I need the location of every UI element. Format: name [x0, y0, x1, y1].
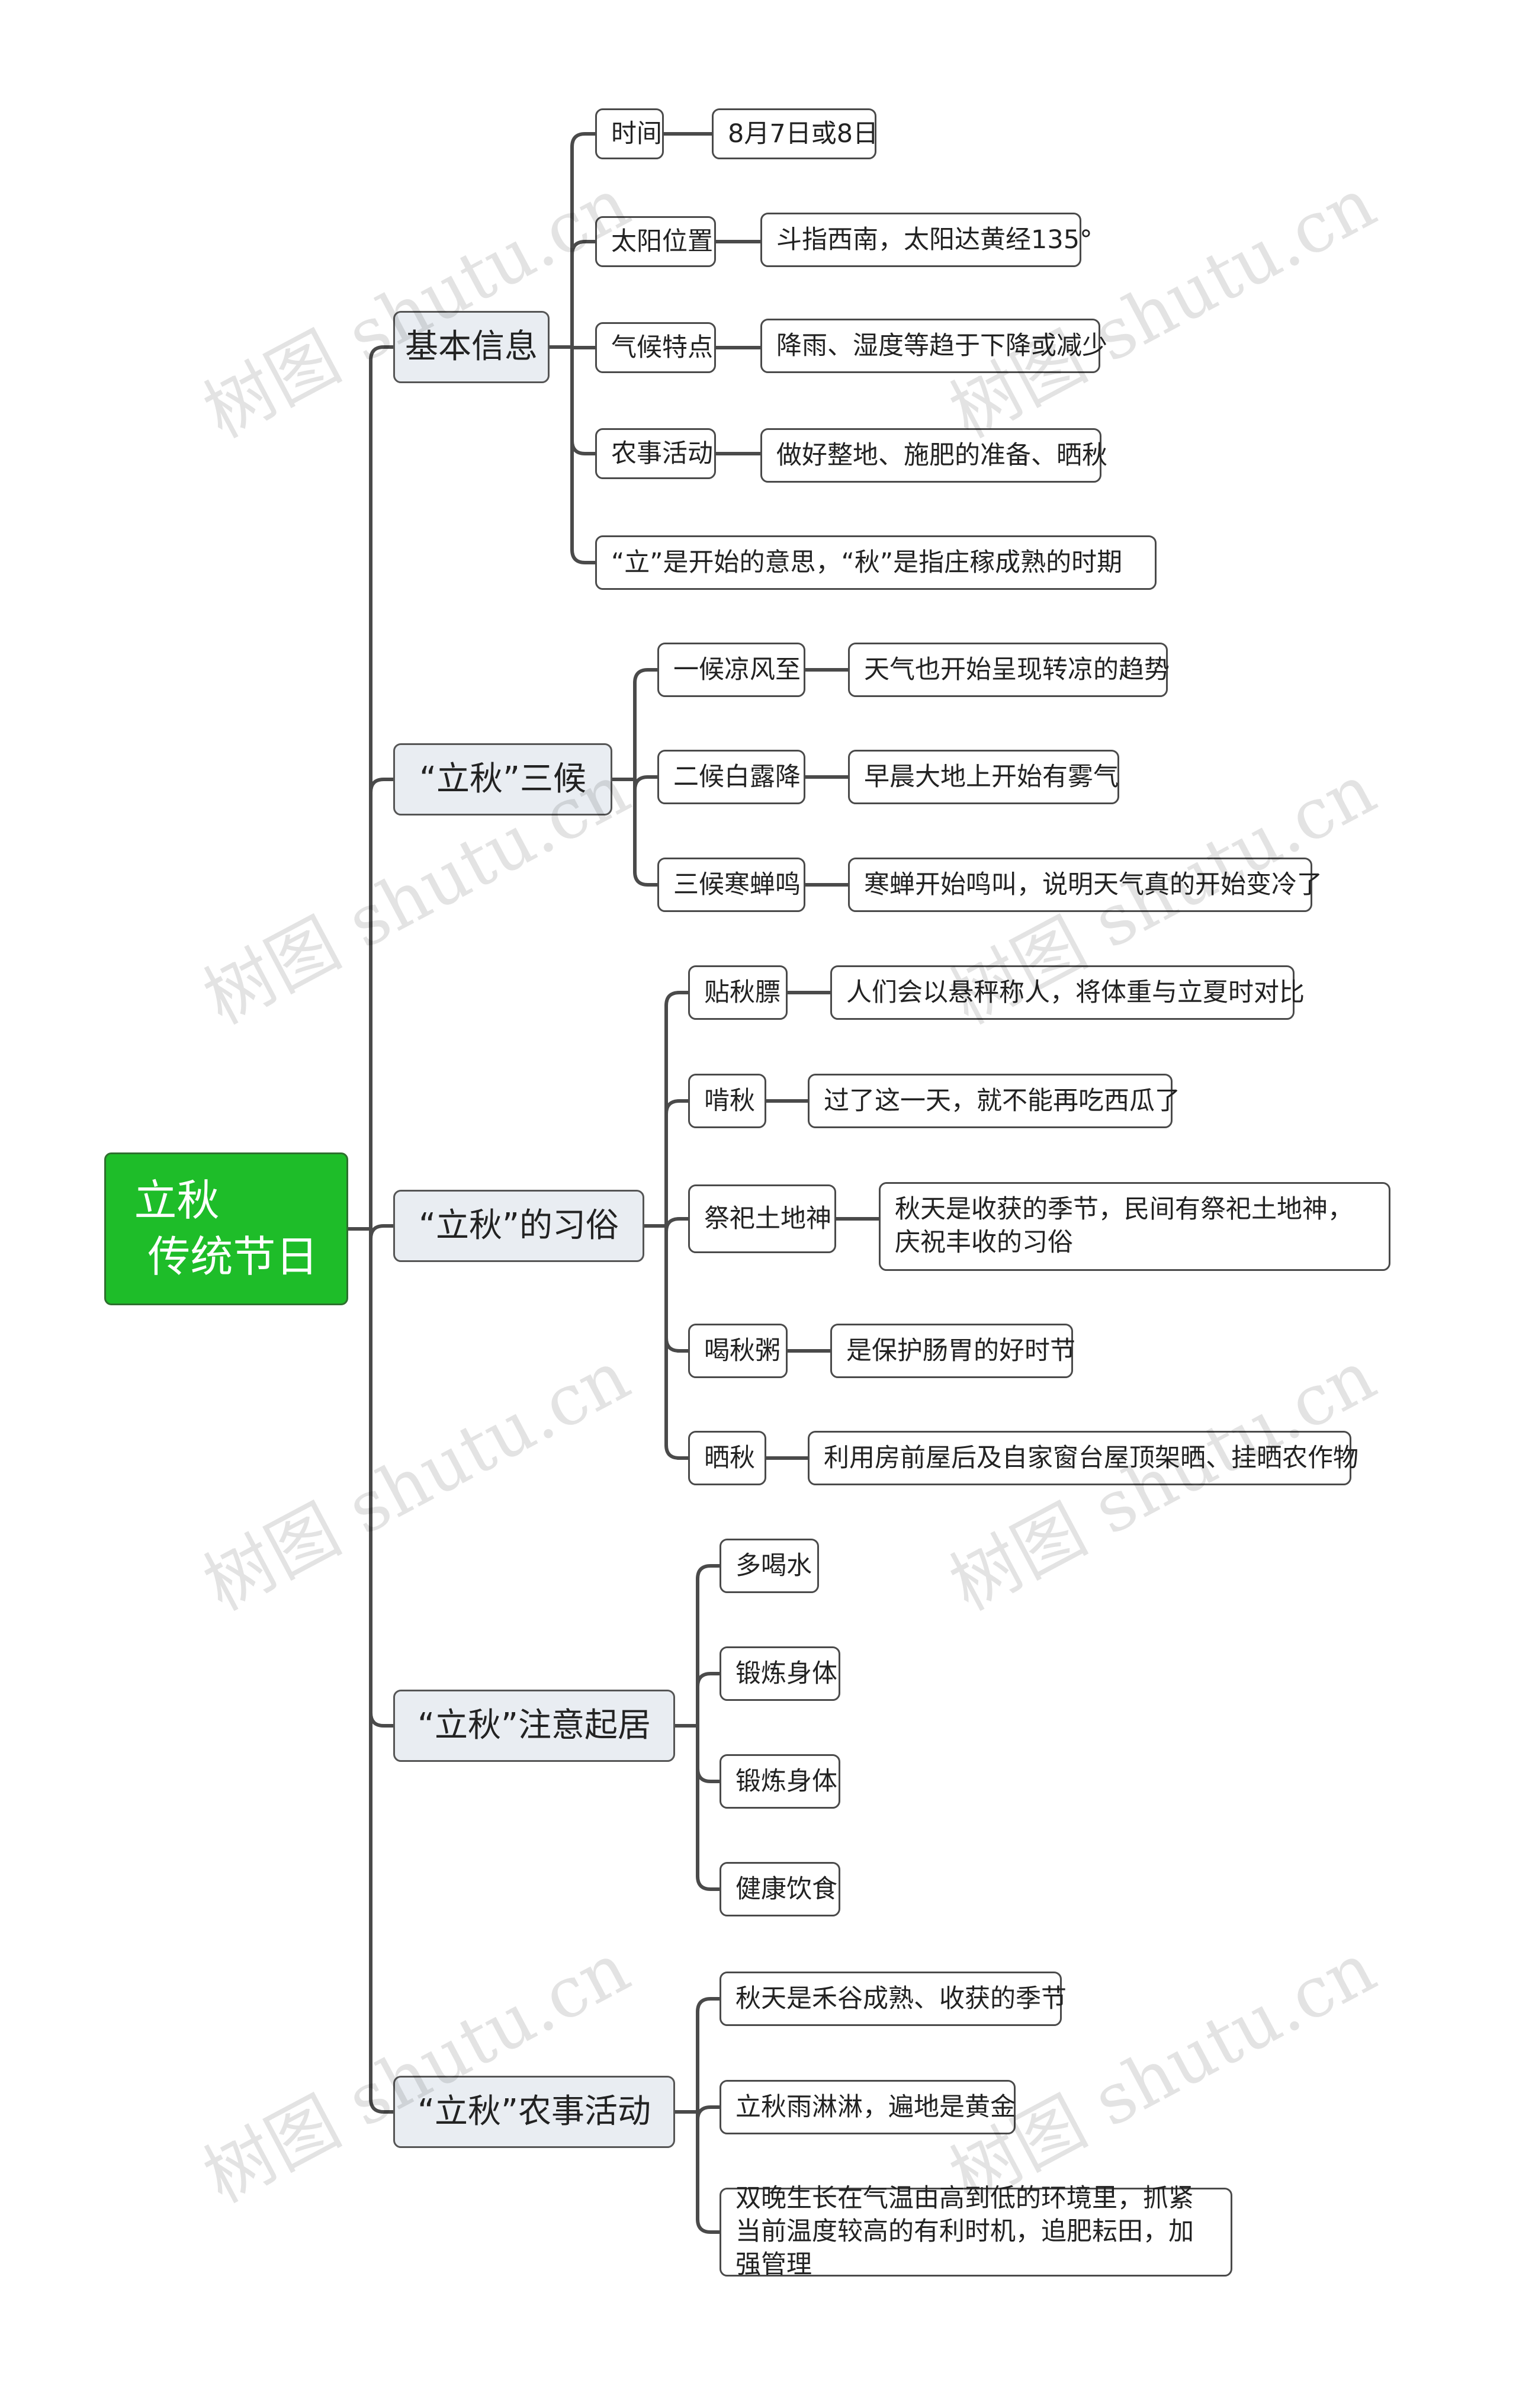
basic-info-link-branch	[570, 240, 597, 256]
pentad-detail[interactable]: 早晨大地上开始有雾气	[848, 750, 1119, 804]
daily-life-item[interactable]: 锻炼身体	[720, 1646, 840, 1701]
basic-info-item[interactable]: 气候特点	[595, 322, 716, 373]
basic-info-item[interactable]: 太阳位置	[595, 216, 716, 267]
root-link-branch	[369, 2097, 395, 2114]
root-link-branch	[369, 345, 395, 362]
farming-link-branch	[696, 2105, 721, 2122]
basic-info-link-branch	[570, 548, 597, 564]
pentad-item[interactable]: 三候寒蝉鸣	[657, 858, 805, 912]
basic-info-item[interactable]: “立”是开始的意思，“秋”是指庄稼成熟的时期	[595, 535, 1157, 590]
pentad-link-branch	[633, 668, 659, 685]
farming-link-branch	[696, 2217, 721, 2234]
root-link-branch	[369, 1224, 395, 1241]
farming-item[interactable]: 立秋雨淋淋，遍地是黄金	[720, 2080, 1016, 2134]
basic-info-link-branch	[570, 439, 597, 455]
branch-farming[interactable]: “立秋”农事活动	[393, 2076, 675, 2148]
basic-info-item[interactable]: 农事活动	[595, 428, 716, 479]
customs-link-branch	[664, 1217, 690, 1234]
pentad-link-branch	[633, 870, 659, 887]
custom-item[interactable]: 贴秋膘	[688, 965, 788, 1020]
basic-info-link-branch	[570, 132, 597, 149]
custom-item[interactable]: 晒秋	[688, 1431, 766, 1485]
customs-link-branch	[664, 1336, 690, 1353]
root-link-branch	[369, 1711, 395, 1728]
branch-daily-life[interactable]: “立秋”注意起居	[393, 1690, 675, 1762]
basic-info-detail[interactable]: 做好整地、施肥的准备、晒秋	[760, 428, 1107, 483]
daily-life-link-branch	[696, 1564, 721, 1581]
pentad-item[interactable]: 一候凉风至	[657, 643, 805, 697]
custom-item[interactable]: 祭祀土地神	[688, 1184, 836, 1253]
custom-detail[interactable]: 是保护肠胃的好时节	[830, 1324, 1075, 1378]
basic-info-item[interactable]: 时间	[595, 108, 664, 159]
branch-basic-info[interactable]: 基本信息	[393, 311, 550, 383]
daily-life-item[interactable]: 多喝水	[720, 1539, 819, 1593]
farming-link-branch	[696, 1997, 721, 2014]
branch-customs[interactable]: “立秋”的习俗	[393, 1190, 644, 1262]
basic-info-detail[interactable]: 降雨、湿度等趋于下降或减少	[760, 319, 1107, 373]
pentad-link-branch	[633, 775, 659, 792]
pentad-detail[interactable]: 寒蝉开始鸣叫，说明天气真的开始变冷了	[848, 858, 1322, 912]
custom-item[interactable]: 啃秋	[688, 1074, 766, 1128]
custom-detail[interactable]: 过了这一天，就不能再吃西瓜了	[808, 1074, 1180, 1128]
daily-life-item[interactable]: 健康饮食	[720, 1862, 840, 1916]
branch-three-pentads[interactable]: “立秋”三候	[393, 743, 612, 815]
daily-life-link-branch	[696, 1672, 721, 1688]
basic-info-detail[interactable]: 8月7日或8日	[712, 108, 878, 159]
customs-link-branch	[664, 1443, 690, 1460]
basic-info-detail[interactable]: 斗指西南，太阳达黄经135°	[760, 213, 1093, 267]
farming-item[interactable]: 双晚生长在气温由高到低的环境里，抓紧当前温度较高的有利时机，追肥耘田，加强管理	[720, 2184, 1232, 2279]
farming-item[interactable]: 秋天是禾谷成熟、收获的季节	[720, 1972, 1067, 2026]
customs-link-branch	[664, 991, 690, 1007]
root-node[interactable]: 立秋 传统节日	[104, 1152, 348, 1305]
custom-detail[interactable]: 人们会以悬秤称人，将体重与立夏时对比	[830, 965, 1305, 1020]
custom-item[interactable]: 喝秋粥	[688, 1324, 788, 1378]
daily-life-link-branch	[696, 1767, 721, 1783]
custom-detail[interactable]: 秋天是收获的季节，民间有祭祀土地神，庆祝丰收的习俗	[879, 1182, 1390, 1271]
custom-detail[interactable]: 利用房前屋后及自家窗台屋顶架晒、挂晒农作物	[808, 1431, 1358, 1485]
daily-life-item[interactable]: 锻炼身体	[720, 1754, 840, 1809]
customs-link-branch	[664, 1099, 690, 1116]
root-link-branch	[369, 778, 395, 794]
daily-life-link-branch	[696, 1874, 721, 1891]
pentad-detail[interactable]: 天气也开始呈现转凉的趋势	[848, 643, 1170, 697]
pentad-item[interactable]: 二候白露降	[657, 750, 805, 804]
